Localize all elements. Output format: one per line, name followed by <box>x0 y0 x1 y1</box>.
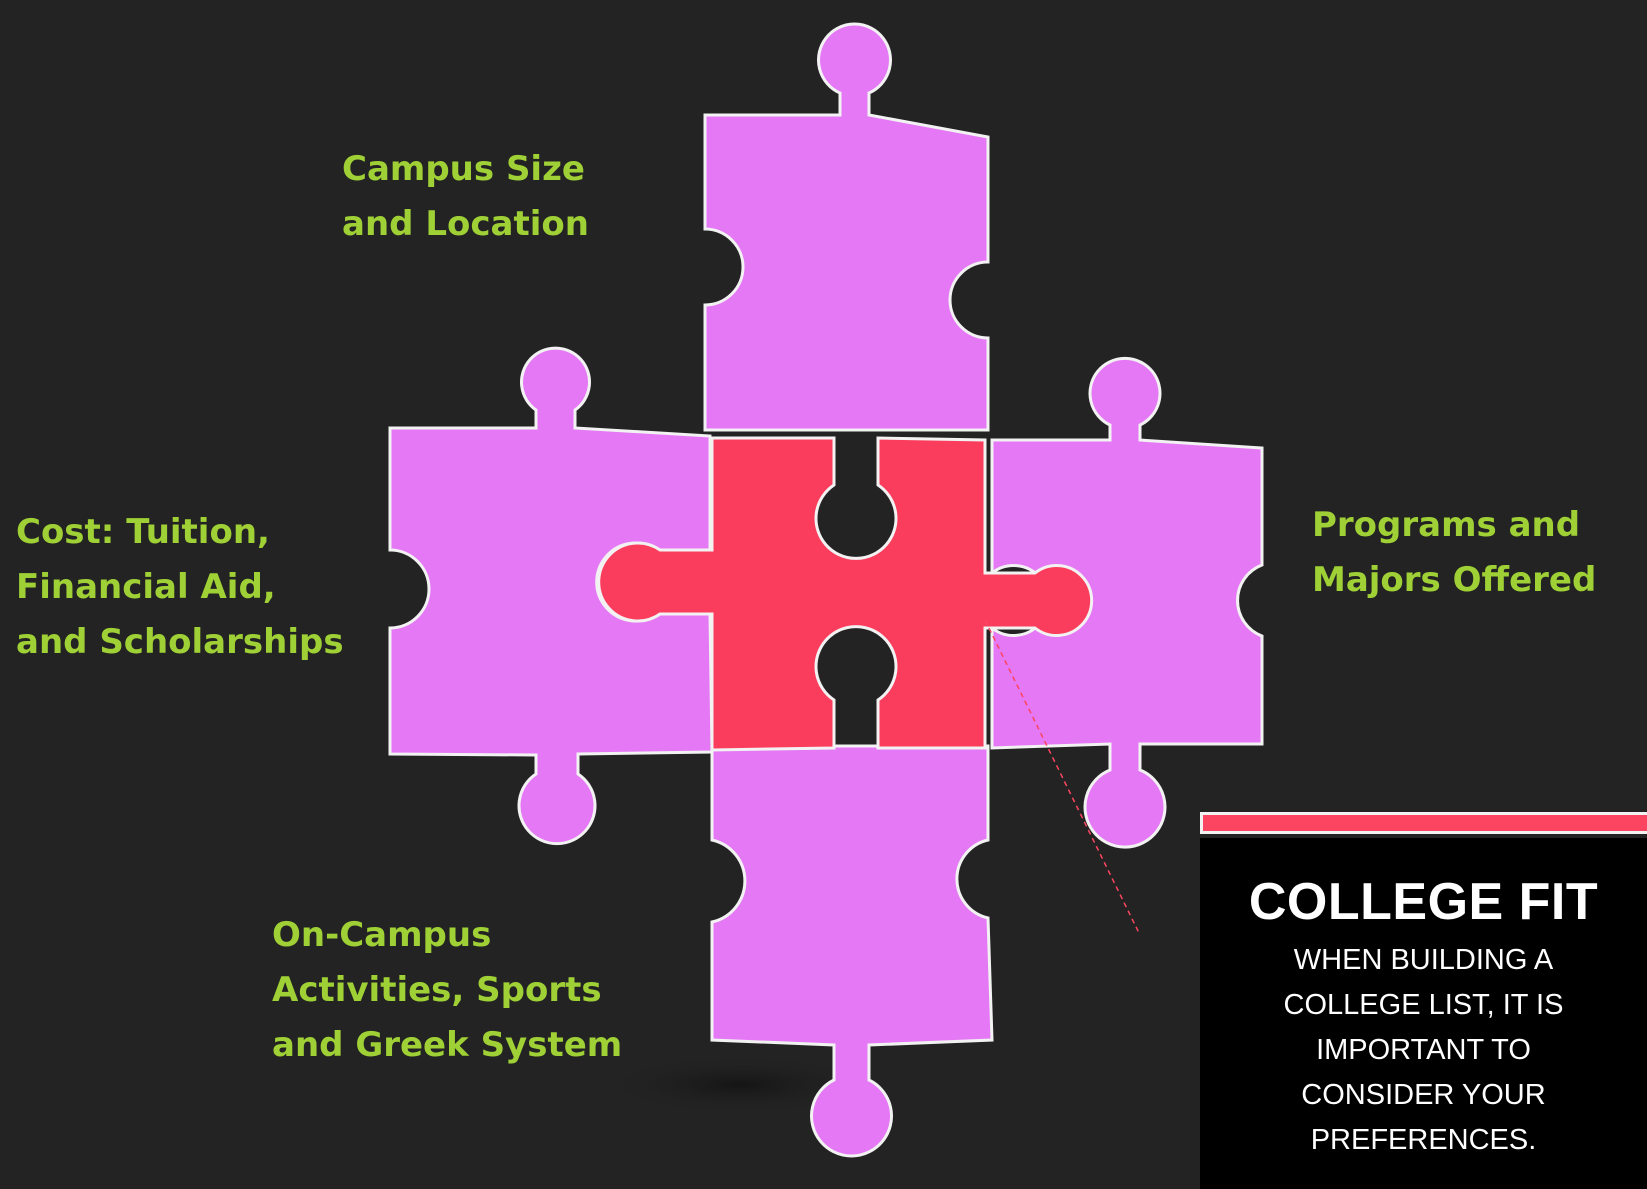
label-programs: Programs and Majors Offered <box>1312 505 1597 601</box>
puzzle-piece-right <box>990 356 1264 849</box>
info-box: COLLEGE FIT WHEN BUILDING A COLLEGE LIST… <box>1200 838 1647 1189</box>
connector-dashed-line <box>984 619 1141 936</box>
floor-shadow <box>600 1055 880 1115</box>
info-body: WHEN BUILDING A COLLEGE LIST, IT IS IMPO… <box>1283 944 1564 1156</box>
label-campus-size: Campus Size and Location <box>342 149 589 245</box>
info-title: COLLEGE FIT <box>1248 873 1599 931</box>
label-activities: On-Campus Activities, Sports and Greek S… <box>272 915 623 1066</box>
info-accent-bar <box>1200 812 1647 834</box>
puzzle-piece-bottom <box>710 744 994 1158</box>
label-cost: Cost: Tuition, Financial Aid, and Schola… <box>16 512 344 663</box>
puzzle-piece-top <box>703 22 990 432</box>
puzzle-piece-center <box>597 436 1094 752</box>
